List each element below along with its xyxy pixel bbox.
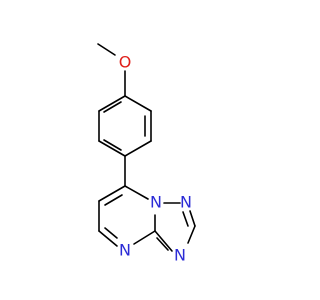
bond-pyr-inner-1 [104, 194, 123, 206]
bond-pyr-inner-2 [104, 227, 118, 239]
bond-tri-5 [156, 237, 169, 251]
atom-nitrogen-pyrimidine: N [119, 241, 131, 260]
bond-pyr-3 [133, 230, 156, 245]
atom-nitrogen-triazole-top: N [180, 193, 192, 212]
bond-tri-6 [182, 211, 189, 227]
bond-benzene-6 [98, 95, 126, 112]
bond-pyr-1 [124, 185, 149, 200]
bond-benzene-inner-2 [103, 139, 122, 151]
molecule-structure-diagram: O N N N N [97, 43, 196, 265]
bond-tri-3 [187, 225, 196, 244]
bond-pyr-4 [98, 230, 118, 247]
bond-benzene-inner-3 [103, 101, 122, 113]
bond-benzene-1 [124, 95, 152, 112]
atom-oxygen: O [119, 53, 132, 72]
bond-benzene-3 [124, 140, 152, 157]
atom-nitrogen-bridge: N [150, 193, 162, 212]
atom-nitrogen-triazole-bottom: N [174, 246, 186, 265]
bond-benzene-4 [98, 140, 126, 157]
bond-pyr-6 [98, 185, 126, 202]
bond-tri-4 [154, 230, 173, 252]
bond-methyl-o [97, 43, 116, 56]
bond-tri-2 [189, 210, 196, 227]
